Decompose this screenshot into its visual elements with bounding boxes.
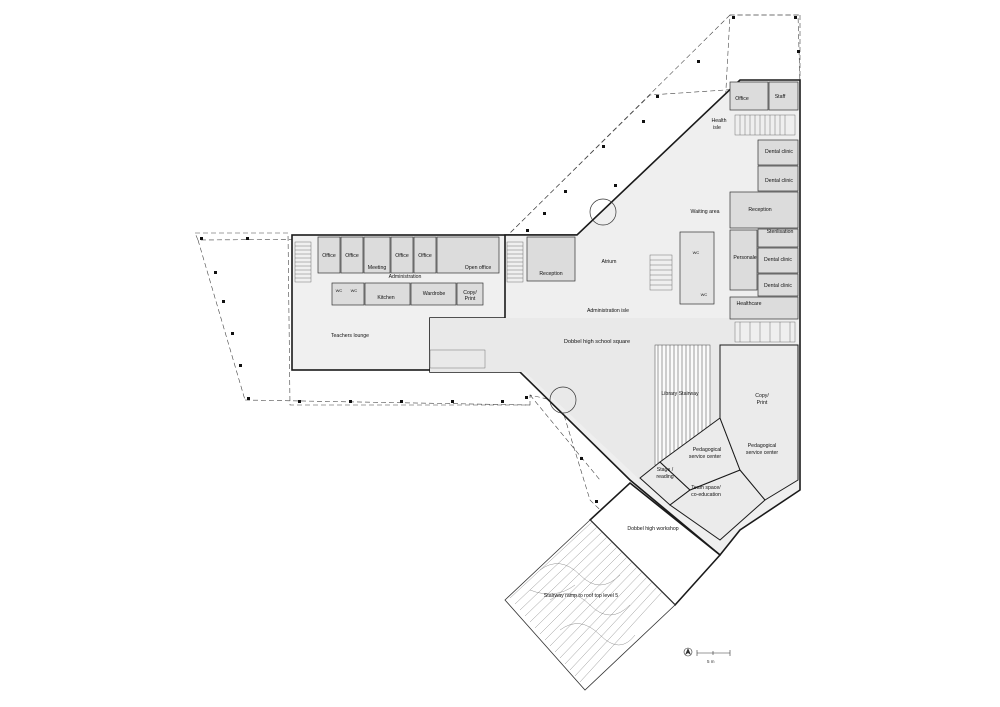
room-label-office-1: Office — [322, 253, 336, 259]
scale-bar-label: 5 m — [707, 659, 715, 664]
room-label-copy-print-e-1: Copy/ — [755, 393, 769, 399]
room-label-health-isle-1: Health — [712, 118, 727, 124]
west-wing-stairs — [294, 241, 524, 369]
room-label-ped-center-2-a: Pedagogical — [748, 443, 777, 449]
room-label-personale: Personale — [733, 255, 756, 261]
room-label-stair-ramp: Stairway ramp to roof top level 5 — [544, 593, 619, 599]
room-label-library-stairway: Library Stairway — [661, 391, 699, 397]
room-labels: Office Office Meeting Office Office Admi… — [322, 94, 793, 599]
room-label-administration-isle: Administration isle — [587, 308, 629, 314]
room-label-copy-print-1: Copy/ — [463, 290, 477, 296]
room-label-dental-clinic-3: Dental clinic — [764, 257, 792, 263]
north-arrow-icon — [683, 647, 693, 657]
room-label-open-office: Open office — [465, 265, 492, 271]
health-stairs — [649, 114, 796, 343]
room-label-waiting-area: Waiting area — [691, 209, 720, 215]
room-label-healthcare: Healthcare — [736, 301, 761, 307]
room-label-office-ne: Office — [735, 96, 749, 102]
room-label-wardrobe: Wardrobe — [423, 291, 446, 297]
room-label-dental-clinic-2: Dental clinic — [765, 178, 793, 184]
room-label-wc-3: WC — [693, 250, 700, 255]
south-rooms — [639, 344, 799, 541]
room-label-teachers-lounge: Teachers lounge — [331, 333, 369, 339]
room-label-ped-center-2-b: service center — [746, 450, 779, 456]
room-label-office-4: Office — [418, 253, 432, 259]
room-label-wc-1: WC — [336, 288, 343, 293]
room-label-team-space-2: co-education — [691, 492, 721, 498]
room-label-reception-west: Reception — [539, 271, 562, 277]
room-label-ped-center-1-a: Pedagogical — [693, 447, 722, 453]
room-label-office-2: Office — [345, 253, 359, 259]
room-label-meeting: Meeting — [368, 265, 387, 271]
scale-bar: 5 m — [696, 650, 731, 664]
room-label-copy-print-2: Print — [465, 296, 476, 302]
room-label-wc-2: WC — [351, 288, 358, 293]
room-label-ped-center-1-b: service center — [689, 454, 722, 460]
room-label-dental-clinic-1: Dental clinic — [765, 149, 793, 155]
room-label-kitchen: Kitchen — [377, 295, 394, 301]
room-label-school-square: Dobbel high school square — [564, 339, 630, 345]
ramp-steps — [509, 521, 663, 683]
room-label-staff: Staff — [775, 94, 786, 100]
room-label-office-3: Office — [395, 253, 409, 259]
room-label-administration: Administration — [389, 274, 422, 280]
room-label-dental-clinic-4: Dental clinic — [764, 283, 792, 289]
atrium-circles — [549, 198, 617, 414]
room-label-atrium: Atrium — [602, 259, 617, 265]
room-label-sterilisation: Sterilisation — [767, 229, 794, 235]
room-label-copy-print-e-2: Print — [757, 400, 768, 406]
room-label-health-isle-2: isle — [713, 125, 721, 131]
room-label-reception-east: Reception — [748, 207, 771, 213]
room-label-stage-1: Stage / — [657, 467, 674, 473]
room-label-stage-2: reading — [656, 474, 673, 480]
room-label-workshop: Dobbel high workshop — [627, 526, 678, 532]
room-label-team-space-1: Team space/ — [691, 485, 721, 491]
room-label-wc-4: WC — [701, 292, 708, 297]
west-wing-rooms — [317, 236, 576, 306]
